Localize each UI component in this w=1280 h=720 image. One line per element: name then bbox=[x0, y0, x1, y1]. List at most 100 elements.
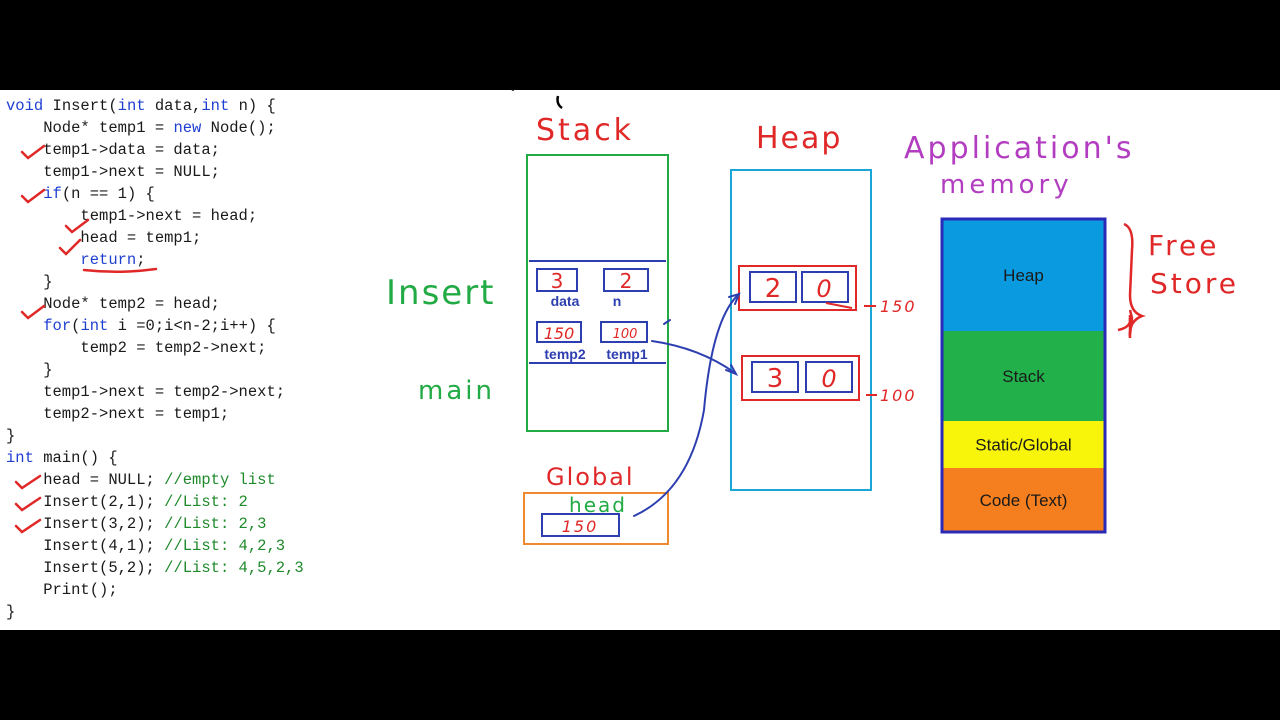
code-keyword: void bbox=[6, 97, 44, 115]
code-text: Node(); bbox=[201, 119, 276, 137]
return-underline bbox=[82, 267, 158, 274]
var-n: 2 n bbox=[603, 268, 649, 309]
code-comment: //List: 2,3 bbox=[164, 515, 267, 533]
code-line: } bbox=[6, 271, 52, 293]
node1-outline bbox=[738, 265, 857, 311]
head-value: 150 bbox=[562, 517, 599, 536]
code-text: i =0;i<n-2;i++) { bbox=[108, 317, 276, 335]
node2-next-value: 0 bbox=[821, 365, 836, 393]
code-keyword: for bbox=[43, 317, 72, 335]
main-frame-label: main bbox=[418, 376, 495, 406]
node1-address: 150 bbox=[880, 297, 917, 316]
node2-next-cell bbox=[805, 361, 853, 393]
code-keyword: int bbox=[117, 97, 146, 115]
segment-stack bbox=[942, 331, 1105, 421]
code-keyword: int bbox=[6, 449, 34, 467]
memory-diagram: Stack Insert main 3 data 2 n 150 temp2 1… bbox=[14, 90, 1236, 545]
segment-label: Static/Global bbox=[975, 436, 1071, 455]
code-text: temp2->next = temp1; bbox=[6, 405, 230, 423]
heap-node-1: 2 0 150 bbox=[738, 265, 917, 316]
head-cell bbox=[541, 513, 620, 537]
stack-title: Stack bbox=[536, 113, 634, 148]
code-line: temp1->next = head; bbox=[6, 205, 257, 227]
code-text: Insert(2,1); bbox=[6, 493, 165, 511]
code-line: Node* temp1 = new Node(); bbox=[6, 117, 276, 139]
data-cell bbox=[536, 268, 578, 292]
stack-frame bbox=[526, 154, 669, 432]
node2-data-cell bbox=[751, 361, 799, 393]
segment-label: Code (Text) bbox=[980, 491, 1068, 510]
code-text: Insert( bbox=[43, 97, 118, 115]
code-text: Insert(5,2); bbox=[6, 559, 165, 577]
code-text: } bbox=[6, 427, 16, 445]
heap-frame bbox=[730, 169, 872, 491]
pen-scribble bbox=[511, 90, 563, 110]
n-value: 2 bbox=[620, 269, 633, 293]
code-text: Node* temp1 = bbox=[6, 119, 174, 137]
head-to-node1-arrow bbox=[633, 294, 739, 517]
code-line: temp2 = temp2->next; bbox=[6, 337, 266, 359]
app-memory-title-line1: Application's bbox=[904, 131, 1135, 166]
code-line: Insert(5,2); //List: 4,5,2,3 bbox=[6, 557, 303, 579]
segment-label: Stack bbox=[1002, 367, 1045, 386]
temp1-cell bbox=[600, 321, 648, 343]
code-text: temp2 = temp2->next; bbox=[6, 339, 267, 357]
code-keyword: int bbox=[80, 317, 109, 335]
free-store-brace bbox=[1123, 222, 1146, 339]
node2-outline bbox=[741, 355, 860, 401]
var-data: 3 data bbox=[536, 268, 580, 309]
code-keyword: if bbox=[43, 185, 62, 203]
node1-next-cell bbox=[801, 271, 849, 303]
code-line: } bbox=[6, 359, 52, 381]
segment-static-global bbox=[942, 421, 1105, 468]
check-mark bbox=[14, 474, 42, 490]
code-text: temp1->data = data; bbox=[6, 141, 220, 159]
code-line: temp2->next = temp1; bbox=[6, 403, 229, 425]
segment-heap bbox=[942, 219, 1105, 331]
insert-frame-label: Insert bbox=[386, 273, 496, 313]
check-mark bbox=[14, 496, 42, 512]
temp2-label: temp2 bbox=[544, 346, 585, 362]
stack-tick bbox=[663, 319, 671, 325]
code-text: temp1->next = head; bbox=[6, 207, 258, 225]
code-line: int main() { bbox=[6, 447, 118, 469]
node1-data-cell bbox=[749, 271, 797, 303]
free-store-line1: Free bbox=[1148, 229, 1219, 262]
code-line: if(n == 1) { bbox=[6, 183, 155, 205]
temp2-value: 150 bbox=[544, 324, 575, 343]
code-text: Insert(3,2); bbox=[6, 515, 165, 533]
code-text: n) { bbox=[229, 97, 276, 115]
whiteboard: void Insert(int data,int n) { Node* temp… bbox=[0, 90, 1280, 630]
code-text: (n == 1) { bbox=[61, 185, 155, 203]
node1-next-value: 0 bbox=[816, 275, 831, 303]
check-mark bbox=[14, 518, 42, 534]
node1-data-value: 2 bbox=[765, 274, 782, 304]
code-text: head = NULL; bbox=[6, 471, 165, 489]
code-text: main() { bbox=[33, 449, 118, 467]
n-cell bbox=[603, 268, 649, 292]
check-mark bbox=[64, 218, 90, 234]
app-memory-title-line2: memory bbox=[940, 170, 1073, 200]
var-temp1: 100 temp1 bbox=[600, 321, 648, 362]
code-line: return; bbox=[6, 249, 146, 271]
data-label: data bbox=[551, 293, 580, 309]
temp1-to-node2-arrow bbox=[651, 340, 736, 374]
code-line: head = NULL; //empty list bbox=[6, 469, 276, 491]
node2-address: 100 bbox=[880, 386, 917, 405]
code-comment: //List: 2 bbox=[164, 493, 248, 511]
code-text: temp1->next = NULL; bbox=[6, 163, 220, 181]
n-label: n bbox=[613, 293, 622, 309]
code-line: Node* temp2 = head; bbox=[6, 293, 220, 315]
code-text: } bbox=[6, 603, 16, 621]
check-mark bbox=[20, 144, 46, 160]
code-text: ; bbox=[136, 251, 146, 269]
code-text: Print(); bbox=[6, 581, 118, 599]
segment-code-text bbox=[942, 468, 1105, 532]
temp2-cell bbox=[536, 321, 582, 343]
check-mark bbox=[58, 238, 82, 256]
code-keyword: int bbox=[201, 97, 230, 115]
temp1-value: 100 bbox=[613, 327, 638, 342]
var-temp2: 150 temp2 bbox=[536, 321, 586, 362]
code-line: } bbox=[6, 601, 15, 623]
code-line: temp1->next = NULL; bbox=[6, 161, 220, 183]
